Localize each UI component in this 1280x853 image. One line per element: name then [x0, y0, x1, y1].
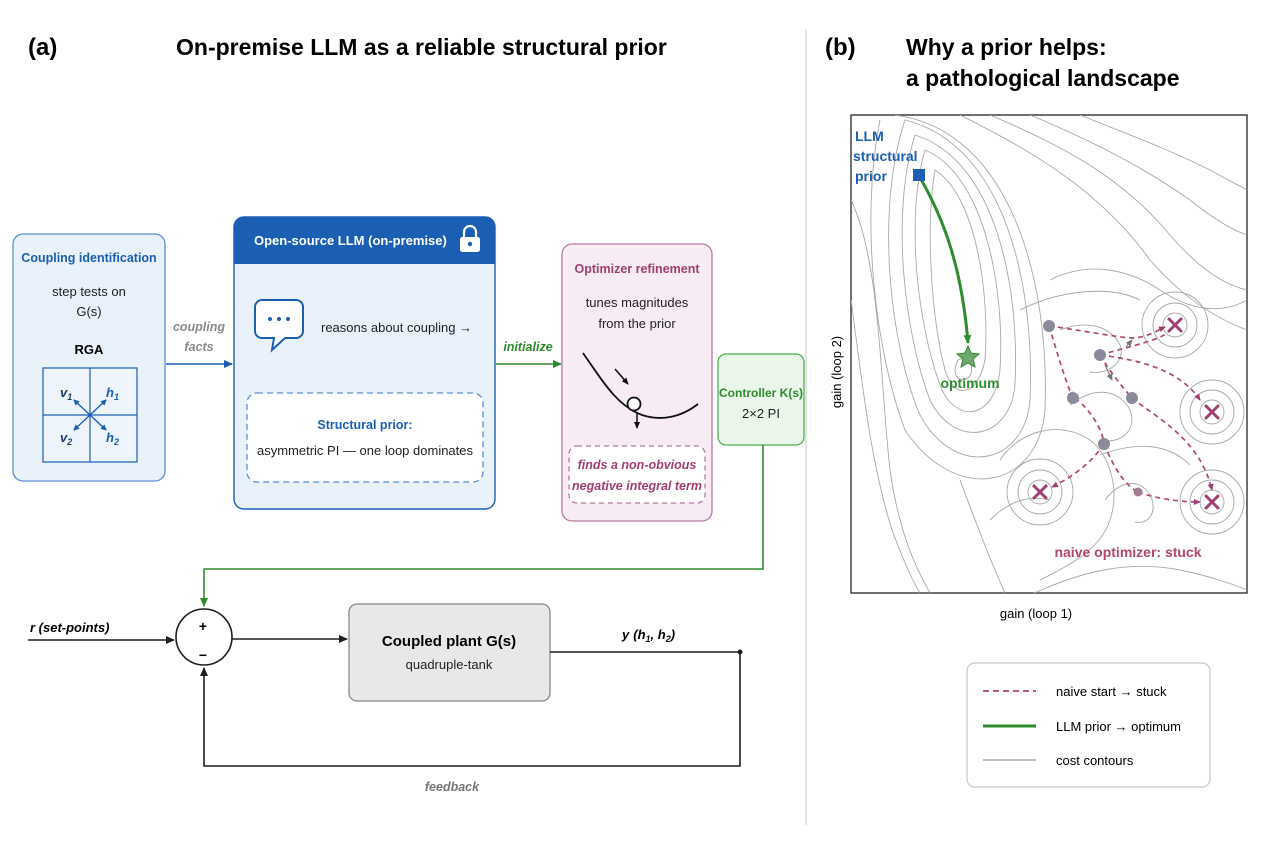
plant-box: [348, 603, 551, 702]
llm-prior-path: [917, 175, 972, 344]
local-minimum-cross-icons: [1032, 317, 1220, 510]
optimum-label: optimum: [940, 375, 999, 391]
optimizer-line1: tunes magnitudes: [586, 295, 689, 310]
panel-a-letter: (a): [28, 34, 57, 61]
plant-subtitle: quadruple-tank: [406, 657, 493, 672]
naive-start-points: [1043, 320, 1143, 497]
rga-label: RGA: [75, 342, 105, 357]
initialize-arrow: initialize: [496, 340, 562, 368]
cross-icon: [1032, 484, 1048, 500]
feedback-label: feedback: [425, 780, 480, 794]
optimizer-box: Optimizer refinement tunes magnitudes fr…: [561, 243, 713, 522]
stuck-label: naive optimizer: stuck: [1054, 544, 1201, 560]
llm-box: Open-source LLM (on-premise) reasons abo…: [233, 216, 496, 510]
legend-label-llm: LLM prior → optimum: [1056, 719, 1181, 734]
coupling-box-line1: step tests on: [52, 284, 126, 299]
optimizer-note-line2: negative integral term: [572, 479, 702, 493]
initialize-label: initialize: [503, 340, 552, 354]
y-axis-label: gain (loop 2): [829, 336, 844, 408]
coupling-box-line2: G(s): [76, 304, 101, 319]
llm-prior-point: [913, 169, 925, 181]
structural-prior-text: asymmetric PI — one loop dominates: [257, 443, 474, 458]
optimizer-note-line1: finds a non-obvious: [578, 458, 697, 472]
coupling-facts-line2: facts: [184, 340, 213, 354]
controller-subtitle: 2×2 PI: [742, 406, 780, 421]
cross-icon: [1204, 404, 1220, 420]
controller-box: Controller K(s) 2×2 PI: [717, 353, 805, 446]
llm-chat-text: reasons about coupling →: [321, 320, 472, 335]
rga-v2: v2: [60, 430, 72, 447]
panel-a-title: On-premise LLM as a reliable structural …: [176, 34, 667, 60]
structural-prior-title: Structural prior:: [317, 418, 412, 432]
input-label: r (set-points): [30, 620, 109, 635]
landscape-plot: LLM structural prior optimum naive optim…: [850, 114, 1248, 594]
legend-item-naive: naive start → stuck: [983, 684, 1167, 699]
coupling-identification-box: Coupling identification step tests on G(…: [12, 233, 166, 482]
legend-label-naive: naive start → stuck: [1056, 684, 1167, 699]
rga-h1: h1: [106, 385, 119, 402]
coupling-facts-line1: coupling: [173, 320, 225, 334]
chat-bubble-icon: [254, 299, 304, 353]
plant-title: Coupled plant G(s): [382, 633, 516, 650]
legend: naive start → stuck LLM prior → optimum …: [966, 662, 1211, 788]
lock-icon: [460, 224, 480, 252]
legend-item-contours: cost contours: [983, 753, 1134, 768]
prior-label-line3: prior: [855, 168, 887, 184]
legend-label-contours: cost contours: [1056, 753, 1134, 768]
prior-label-line2: structural: [853, 148, 918, 164]
controller-to-sum-arrow: [200, 445, 764, 607]
legend-item-llm: LLM prior → optimum: [983, 719, 1181, 734]
ball-on-curve-icon: [582, 352, 699, 429]
feedback-loop: r (set-points) + − Coupled plant G(s) qu…: [28, 603, 743, 794]
cross-icon: [1167, 317, 1183, 333]
rga-v1: v1: [60, 385, 72, 402]
coupling-facts-arrow: coupling facts: [166, 320, 233, 368]
rga-matrix: v1 h1 v2 h2: [42, 367, 138, 463]
summing-junction: [175, 608, 233, 666]
prior-label-line1: LLM: [855, 128, 884, 144]
x-axis-label: gain (loop 1): [1000, 606, 1072, 621]
cost-contours: [851, 115, 1247, 593]
llm-box-title: Open-source LLM (on-premise): [254, 233, 447, 248]
controller-title: Controller K(s): [719, 386, 803, 400]
sum-plus: +: [199, 618, 207, 634]
coupling-box-title: Coupling identification: [21, 251, 156, 265]
sum-minus: −: [199, 647, 207, 663]
panel-b-title-line1: Why a prior helps:: [906, 34, 1107, 60]
panel-b-title-line2: a pathological landscape: [906, 65, 1180, 91]
cross-icon: [1204, 494, 1220, 510]
optimizer-line2: from the prior: [598, 316, 676, 331]
star-icon: [955, 344, 981, 369]
gradient-arrows: [1104, 339, 1133, 381]
optimizer-box-title: Optimizer refinement: [574, 262, 700, 276]
panel-b-letter: (b): [825, 34, 856, 61]
rga-h2: h2: [106, 430, 119, 447]
output-label: y(h1, h2): [621, 627, 675, 644]
